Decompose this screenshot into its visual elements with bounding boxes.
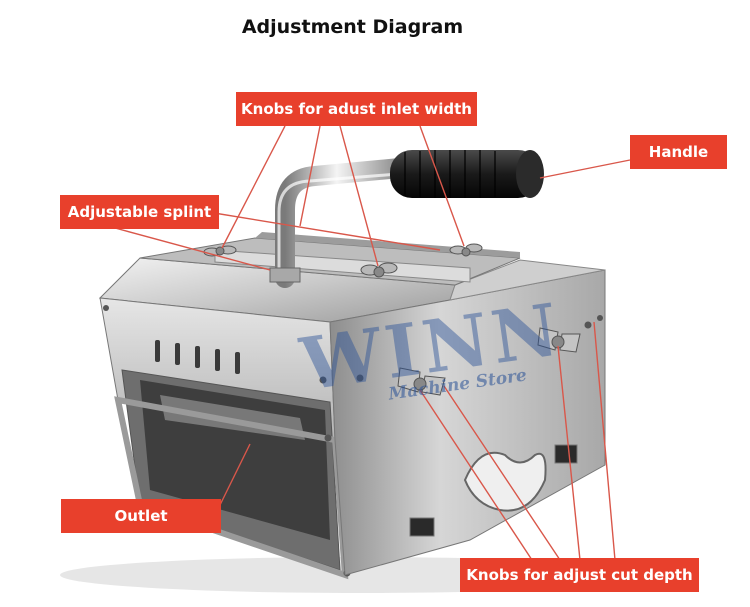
label-inlet-knobs: Knobs for adust inlet width	[236, 92, 477, 126]
inlet-width-knobs	[203, 243, 483, 278]
knob-inlet-left	[203, 245, 237, 257]
side-window	[463, 451, 547, 512]
label-handle: Handle	[630, 135, 727, 169]
label-outlet: Outlet	[61, 499, 221, 533]
label-depth-knobs: Knobs for adjust cut depth	[460, 558, 699, 592]
leader-lines	[114, 125, 631, 561]
knob-depth-right	[537, 327, 581, 353]
vent-slots	[155, 340, 240, 374]
knob-inlet-right	[449, 243, 483, 257]
handle-grip	[390, 150, 544, 198]
knob-inlet-center	[360, 262, 398, 278]
page-title: Adjustment Diagram	[241, 16, 464, 38]
label-adjustable-splint: Adjustable splint	[60, 195, 219, 229]
handle-assembly	[269, 150, 544, 288]
